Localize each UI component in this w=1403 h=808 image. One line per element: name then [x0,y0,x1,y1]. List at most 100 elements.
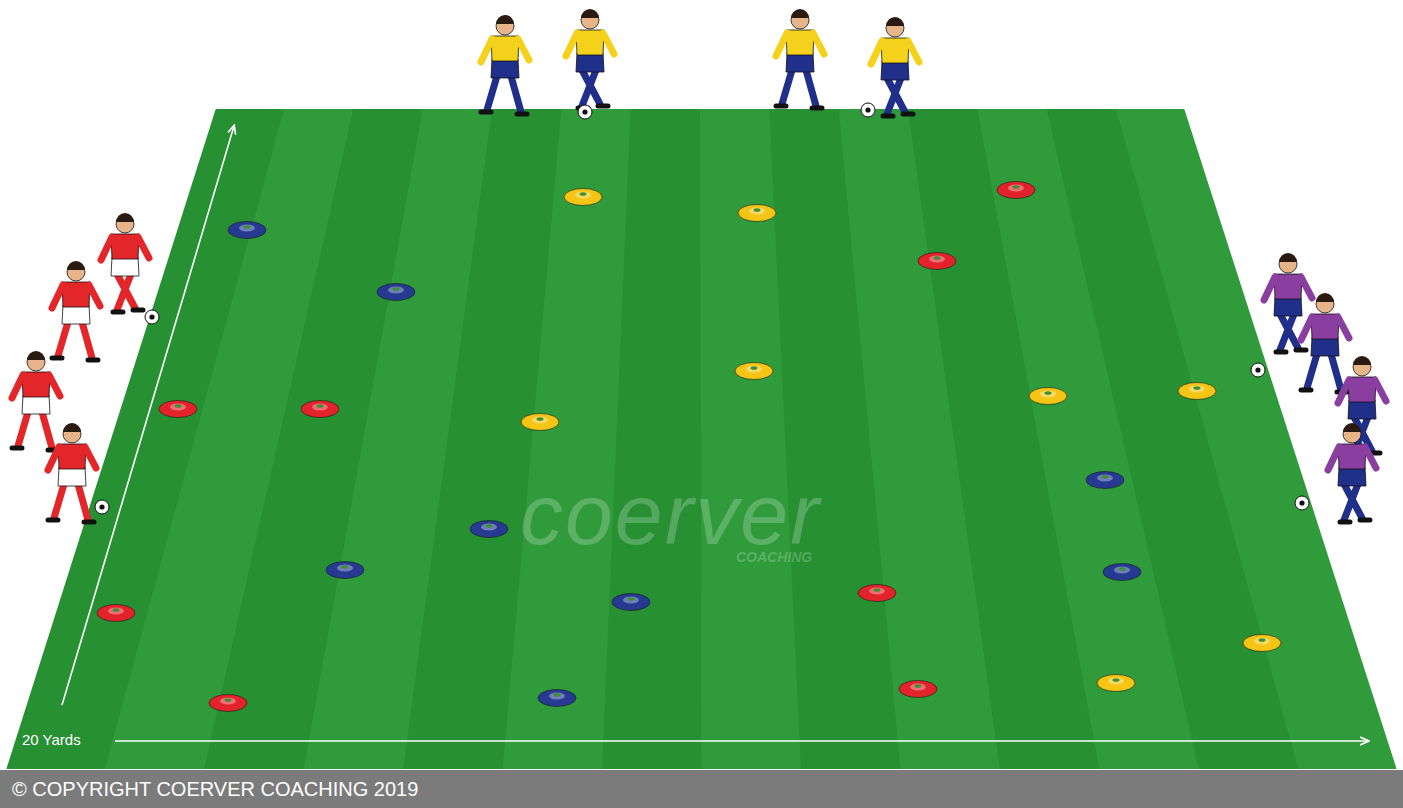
cone-top [746,366,762,373]
cone-top [532,417,548,424]
marker-cone [326,562,364,579]
player-arms [566,33,614,56]
soccer-ball [145,310,159,324]
cone-base [1243,635,1281,652]
cone-base [1178,383,1216,400]
player-figure [12,351,60,450]
cone-base [1086,472,1124,489]
player-legs [117,274,135,310]
cone-top [1114,567,1130,574]
cone-hole [1045,391,1052,395]
marker-cone [899,681,937,698]
player-hair [581,9,599,18]
players [12,9,1386,522]
player-legs [18,412,52,448]
cone-top [1254,638,1270,645]
ball-body [95,500,109,514]
cone-top [929,256,945,263]
player-shorts [881,61,909,80]
marker-cone [159,401,197,418]
ball-body [1295,496,1309,510]
player-shorts [1348,400,1376,419]
player-hair [1316,293,1334,302]
player-legs [1344,484,1362,520]
cone-hole [342,565,349,569]
marker-cone [1029,388,1067,405]
ball-body [861,103,875,117]
player-legs [782,70,816,106]
player-legs [1307,354,1341,390]
dimension-label: 20 Yards [22,731,81,748]
player-boots [48,520,94,522]
cone-base [1029,388,1067,405]
player-legs [487,76,521,112]
marker-cone [521,414,559,431]
length-arrow [62,126,234,705]
cone-top [1008,185,1024,192]
player-shorts [22,395,50,414]
player-arms [776,33,824,56]
marker-cone [735,363,773,380]
player-figure [871,17,919,116]
player-arms [1328,447,1376,470]
cone-hole [915,684,922,688]
cone-top [170,404,186,411]
player-arms [48,447,96,470]
soccer-ball [95,500,109,514]
player-figure [48,423,96,522]
cone-base [858,585,896,602]
ball-body [1251,363,1265,377]
marker-cone [97,605,135,622]
player-arms [101,237,149,260]
marker-cone [301,401,339,418]
watermark: COACHING [736,549,812,565]
player-hair [496,15,514,24]
cone-top [481,524,497,531]
player-arms [871,41,919,64]
cone-top [749,208,765,215]
cone-top [220,698,236,705]
player-boots [1340,520,1370,522]
player-figure [52,261,100,360]
player-hair [63,423,81,432]
cone-hole [1259,638,1266,642]
cone-base [326,562,364,579]
cone-hole [1013,185,1020,189]
copyright-text: © COPYRIGHT COERVER COACHING 2019 [12,778,418,801]
player-shorts [491,59,519,78]
ball-patch [1299,500,1304,505]
marker-cone [1103,564,1141,581]
cone-hole [244,225,251,229]
player-shorts [62,305,90,324]
player-figure [1328,423,1376,522]
player-shorts [1338,467,1366,486]
player-boots [52,358,98,360]
player-shorts [58,467,86,486]
player-hair [116,213,134,222]
cone-top [337,565,353,572]
cone-hole [113,608,120,612]
cone-hole [393,287,400,291]
marker-cone [1243,635,1281,652]
cone-hole [537,417,544,421]
player-arms [1301,317,1349,340]
cone-hole [754,208,761,212]
cone-base [1097,675,1135,692]
cone-top [1097,475,1113,482]
player-arms [52,285,100,308]
cone-base [899,681,937,698]
player-boots [12,448,58,450]
cone-hole [554,693,561,697]
ball-patch [99,504,104,509]
marker-cone [612,594,650,611]
cone-hole [1194,386,1201,390]
cone-hole [317,404,324,408]
player-arms [1338,380,1386,403]
marker-cone [858,585,896,602]
cone-base [738,205,776,222]
cone-base [564,189,602,206]
pitch-border [5,108,1398,770]
soccer-ball [1295,496,1309,510]
marker-cone [470,521,508,538]
cone-base [228,222,266,239]
